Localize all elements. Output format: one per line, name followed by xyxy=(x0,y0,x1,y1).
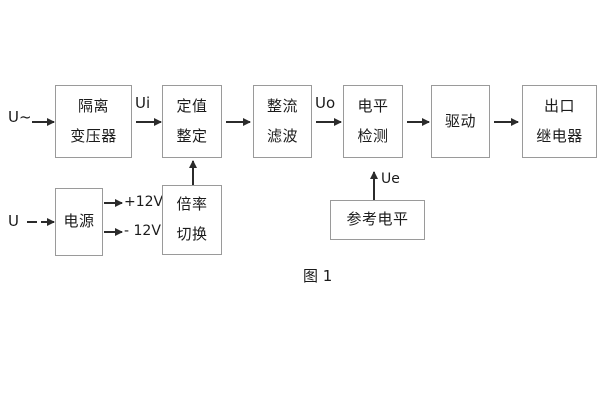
block-isolation-transformer: 隔离 变压器 xyxy=(55,85,132,158)
block-power-supply: 电源 xyxy=(55,188,103,256)
arrow-rectify-filter-to-level-detection xyxy=(316,121,341,123)
block-level-detection-line-1: 电平 xyxy=(357,96,389,115)
block-reference-level: 参考电平 xyxy=(330,200,425,240)
block-power-supply-line-1: 电源 xyxy=(63,212,95,231)
rail-negative-label: - 12V xyxy=(124,223,161,239)
arrow-input-ac-to-isolation-transformer xyxy=(32,121,54,123)
block-isolation-transformer-line-2: 变压器 xyxy=(70,126,117,145)
block-rectify-filter-line-1: 整流 xyxy=(266,96,298,115)
arrow-multiplier-switch-to-setting-value xyxy=(192,161,194,185)
block-setting-value: 定值 整定 xyxy=(162,85,222,158)
input-dc-label: U xyxy=(8,212,19,230)
block-level-detection: 电平 检测 xyxy=(343,85,403,158)
arrow-power-supply-rail-positive xyxy=(104,202,122,204)
arrow-power-supply-rail-negative xyxy=(104,231,122,233)
figure-caption: 图 1 xyxy=(303,267,333,285)
block-drive: 驱动 xyxy=(431,85,490,158)
block-setting-value-line-1: 定值 xyxy=(176,96,208,115)
arrow-input-dc-to-power-supply xyxy=(41,221,54,223)
block-drive-line-1: 驱动 xyxy=(444,111,476,130)
arrow-isolation-transformer-to-setting-value xyxy=(136,121,161,123)
block-rectify-filter-line-2: 滤波 xyxy=(266,126,298,145)
arrow-reference-level-to-level-detection xyxy=(373,172,375,200)
dash-segment-input-dc xyxy=(27,221,37,223)
block-level-detection-line-2: 检测 xyxy=(357,126,389,145)
block-multiplier-switch-line-2: 切换 xyxy=(176,225,208,243)
block-output-relay-line-2: 继电器 xyxy=(536,126,583,145)
rail-positive-label: +12V xyxy=(124,194,164,210)
signal-ue-label: Ue xyxy=(381,171,400,187)
block-output-relay: 出口 继电器 xyxy=(522,85,597,158)
signal-uo-label: Uo xyxy=(315,94,336,112)
arrow-drive-to-output-relay xyxy=(494,121,518,123)
arrow-level-detection-to-drive xyxy=(407,121,429,123)
block-isolation-transformer-line-1: 隔离 xyxy=(77,96,109,115)
input-ac-label: U~ xyxy=(8,108,32,126)
block-multiplier-switch: 倍率 切换 xyxy=(162,185,222,255)
block-setting-value-line-2: 整定 xyxy=(176,126,208,145)
block-output-relay-line-1: 出口 xyxy=(543,96,575,115)
signal-ui-label: Ui xyxy=(135,94,151,112)
arrow-setting-value-to-rectify-filter xyxy=(226,121,250,123)
block-rectify-filter: 整流 滤波 xyxy=(253,85,312,158)
block-reference-level-line-1: 参考电平 xyxy=(346,210,409,229)
block-multiplier-switch-line-1: 倍率 xyxy=(176,195,208,214)
